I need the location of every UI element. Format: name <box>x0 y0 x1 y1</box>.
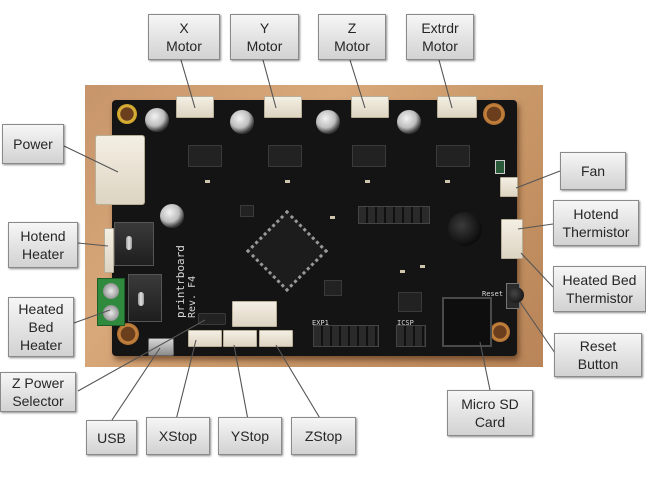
mosfet-tab <box>138 292 144 306</box>
label-z-power-selector: Z Power Selector <box>0 372 76 412</box>
small-chip <box>240 205 254 217</box>
label-y-motor: Y Motor <box>230 14 299 60</box>
zstop-connector <box>259 330 293 347</box>
label-hotend-thermistor: Hotend Thermistor <box>553 200 639 246</box>
icsp-header <box>396 325 426 347</box>
smd-component <box>400 270 405 273</box>
label-x-motor: X Motor <box>148 14 220 60</box>
label-usb: USB <box>86 420 137 455</box>
extruder-motor-connector <box>437 96 477 118</box>
label-hotend-heater: Hotend Heater <box>8 222 78 268</box>
small-chip <box>324 280 342 296</box>
capacitor <box>145 108 169 132</box>
mounting-hole <box>490 322 510 342</box>
exp1-header <box>313 325 379 347</box>
smd-component <box>285 180 290 183</box>
label-reset-button: Reset Button <box>554 333 642 377</box>
label-micro-sd-card: Micro SD Card <box>447 390 533 436</box>
label-heated-bed-thermistor: Heated Bed Thermistor <box>553 266 646 312</box>
small-chip <box>398 292 422 312</box>
label-heated-bed-heater: Heated Bed Heater <box>8 297 74 357</box>
ystop-connector <box>223 330 257 347</box>
label-z-motor: Z Motor <box>318 14 386 60</box>
label-zstop: ZStop <box>291 417 356 455</box>
smd-component <box>330 216 335 219</box>
smd-fuse <box>495 160 505 174</box>
thermistor-connector <box>501 219 523 259</box>
icsp-silkscreen: ICSP <box>397 319 414 327</box>
smd-component <box>205 180 210 183</box>
inductor <box>448 212 482 246</box>
label-extrdr-motor: Extrdr Motor <box>406 14 474 60</box>
label-ystop: YStop <box>218 417 282 455</box>
hotend-heater-connector <box>104 228 114 273</box>
mounting-hole <box>483 103 505 125</box>
mounting-hole <box>117 323 139 345</box>
smd-component <box>445 180 450 183</box>
label-fan: Fan <box>560 152 626 190</box>
label-xstop: XStop <box>146 417 210 455</box>
mounting-hole <box>117 104 137 124</box>
capacitor <box>160 204 184 228</box>
board-name-silkscreen: printrboard <box>174 245 187 318</box>
stepper-driver-chip <box>436 145 470 167</box>
stepper-driver-chip <box>352 145 386 167</box>
terminal-screw <box>103 283 119 299</box>
smd-component <box>420 265 425 268</box>
y-motor-connector <box>264 96 302 118</box>
capacitor <box>316 110 340 134</box>
reset-silkscreen: Reset <box>482 290 504 298</box>
capacitor <box>230 110 254 134</box>
terminal-screw <box>103 305 119 321</box>
fan-connector <box>500 177 518 197</box>
usb-port <box>148 338 174 356</box>
z-power-jumper <box>198 313 226 325</box>
capacitor <box>397 110 421 134</box>
mosfet-tab <box>126 236 132 250</box>
heated-bed-mosfet <box>128 274 162 322</box>
x-motor-connector <box>176 96 214 118</box>
stepper-driver-chip <box>188 145 222 167</box>
label-power: Power <box>2 124 64 164</box>
hotend-mosfet <box>114 222 154 266</box>
pin-header <box>358 206 430 224</box>
xstop-connector <box>188 330 222 347</box>
reset-button-cap <box>508 287 524 303</box>
exp1-silkscreen: EXP1 <box>312 319 329 327</box>
power-connector <box>95 135 145 205</box>
board-rev-silkscreen: Rev. F4 <box>187 275 198 318</box>
z-motor-connector <box>351 96 389 118</box>
stepper-driver-chip <box>268 145 302 167</box>
micro-sd-slot <box>442 297 492 347</box>
smd-component <box>365 180 370 183</box>
aux-connector <box>232 301 277 327</box>
